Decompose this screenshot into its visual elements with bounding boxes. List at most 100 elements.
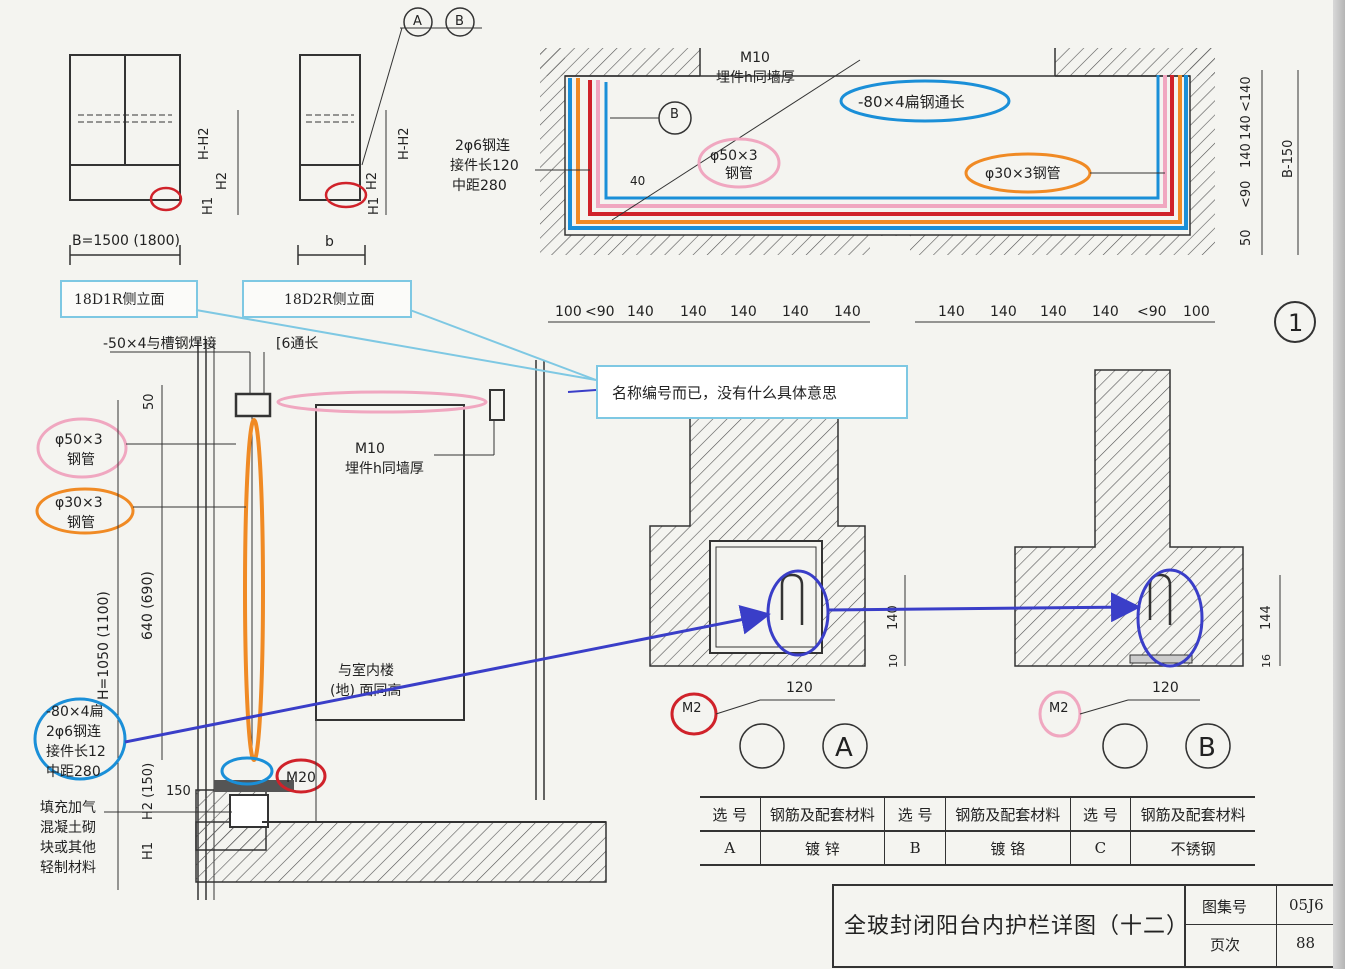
plan-angle: 40 (630, 174, 645, 188)
elevation-18d2r: b H-H2 H2 H1 H-H2 H2 H1 A B (197, 7, 482, 265)
marker-b: B (455, 14, 464, 29)
sec-channel: [6通长 (276, 336, 318, 352)
page-label: 页次 (1210, 936, 1241, 954)
detail-b-dim-s: 16 (1260, 654, 1273, 668)
materials-table: 选 号 钢筋及配套材料 选 号 钢筋及配套材料 选 号 钢筋及配套材料 A 镀 … (700, 796, 1255, 866)
sec-h2: H2 (150) (141, 763, 156, 820)
sec-m10-1: M10 (355, 441, 385, 457)
sec-flat80-3: 接件长12 (46, 743, 106, 760)
sec-flat-weld: -50×4与槽钢焊接 (103, 335, 217, 352)
section-view: -50×4与槽钢焊接 [6通长 50 φ50×3 钢管 φ30×3 钢管 M10… (33, 335, 607, 900)
plan-pipe50: φ50×3 (710, 148, 758, 164)
sec-pipe50-1: φ50×3 (55, 432, 103, 448)
vdim-total: B-150 (1281, 140, 1296, 178)
sec-fill-3: 块或其他 (40, 840, 96, 856)
hdim-l3: 140 (680, 304, 707, 320)
sec-pipe30-1: φ30×3 (55, 495, 103, 511)
plan-rebar-3: 中距280 (452, 178, 507, 194)
h1-label-2: H1 (367, 197, 382, 215)
table-header-row: 选 号 钢筋及配套材料 选 号 钢筋及配套材料 选 号 钢筋及配套材料 (700, 796, 1255, 832)
detail-b-letter: B (1198, 733, 1216, 763)
th-5: 钢筋及配套材料 (1130, 796, 1255, 832)
h1-label-1: H1 (201, 197, 216, 215)
td-3: 镀 铬 (944, 830, 1071, 866)
navy-connector-arrow-right (827, 592, 1141, 623)
cyan-connector-2 (409, 309, 597, 381)
vdim-2: 140 (1239, 143, 1254, 168)
detail-number: 1 (1288, 309, 1303, 337)
sec-flat80-2: 2φ6钢连 (46, 724, 101, 740)
td-5: 不锈钢 (1130, 830, 1255, 866)
drawing-title: 全玻封闭阳台内护栏详图（十二） (844, 914, 1190, 939)
title-block: 全玻封闭阳台内护栏详图（十二） 图集号 05J6 页次 88 (832, 884, 1342, 968)
pipe50-highlight (697, 137, 781, 189)
plan-flat-steel: -80×4扁钢通长 (858, 93, 965, 111)
annotation-note: 名称编号而已，没有什么具体意思 (596, 365, 908, 419)
caption-18d1r: 18D1R侧立面 (74, 292, 165, 308)
plan-m10: M10 (740, 50, 770, 66)
sec-height-total: H=1050 (1100) (96, 591, 112, 700)
pipe30-post-highlight (243, 418, 265, 762)
th-4: 选 号 (1069, 796, 1131, 832)
sec-dim-50: 50 (142, 393, 157, 410)
h2-label-1: H2 (215, 172, 230, 190)
vdim-3: <90 (1239, 181, 1254, 208)
pipe50-top-highlight (276, 390, 488, 414)
m20-highlight (275, 758, 327, 794)
hdim-l5: 140 (782, 304, 809, 320)
sec-floor-2: (地) 面同高 (330, 682, 401, 699)
red-highlight-elev2 (324, 181, 368, 209)
title-divider-v (1184, 886, 1186, 966)
sec-fill-4: 轻制材料 (40, 860, 96, 876)
hdim-l2: 140 (627, 304, 654, 320)
plan-section-b: B (670, 107, 679, 122)
navy-note-pointer (567, 389, 597, 393)
sec-pipe50-2: 钢管 (67, 452, 95, 468)
hdim-l0: 100 (555, 304, 582, 320)
plan-pipe50-sub: 钢管 (725, 166, 753, 182)
plan-rebar-1: 2φ6钢连 (455, 138, 510, 154)
title-divider-v2 (1276, 886, 1277, 966)
marker-a: A (413, 14, 422, 29)
caption-18d1r-box: 18D1R侧立面 (60, 280, 198, 318)
plan-pipe30: φ30×3钢管 (985, 166, 1061, 182)
sec-height-640: 640 (690) (140, 571, 156, 640)
red-highlight-elev1 (149, 186, 183, 212)
plan-rebar-2: 接件长120 (450, 157, 519, 174)
detail-b: 144 16 120 M2 B (1014, 369, 1281, 769)
td-1: 镀 锌 (759, 830, 885, 866)
detail-b-dim-w: 120 (1152, 680, 1179, 696)
detail-a-dim-w: 120 (786, 680, 813, 696)
horizontal-dims: 100 <90 140 140 140 140 140 140 140 140 … (555, 304, 1210, 320)
hdim-r1: 140 (990, 304, 1017, 320)
cyan-connector-1 (195, 309, 597, 381)
h2-label-2: H2 (365, 172, 380, 190)
detail-a: 140 10 120 M2 A (649, 369, 906, 769)
detail-a-letter: A (835, 733, 853, 763)
elevation-18d1r: B=1500 (1800) (69, 54, 181, 265)
title-divider-h (1184, 924, 1340, 925)
flat80-highlight (220, 756, 274, 786)
annotation-note-text: 名称编号而已，没有什么具体意思 (612, 384, 838, 402)
sec-flat80-highlight (33, 697, 127, 781)
hdim-r3: 140 (1092, 304, 1119, 320)
sec-h1: H1 (141, 842, 156, 860)
plan-m10-sub: 埋件h同墙厚 (716, 70, 795, 86)
vdim-0: <140 (1239, 76, 1254, 112)
sec-pipe30-2: 钢管 (67, 515, 95, 531)
vdim-4: 50 (1239, 229, 1254, 246)
hdim-r0: 140 (938, 304, 965, 320)
hdim-r4: <90 (1137, 304, 1167, 320)
width-label-b: b (325, 234, 334, 250)
sec-m10-2: 埋件h同墙厚 (345, 461, 424, 477)
vdim-1: 140 (1239, 115, 1254, 140)
hdim-r5: 100 (1183, 304, 1210, 320)
sec-floor-1: 与室内楼 (338, 662, 394, 679)
h-h2-label-2: H-H2 (397, 127, 412, 160)
th-3: 钢筋及配套材料 (944, 796, 1071, 832)
detail-b-m2: M2 (1049, 701, 1069, 716)
page-value: 88 (1296, 934, 1316, 952)
sec-fill-2: 混凝土砌 (40, 820, 96, 836)
sec-fill-1: 填充加气 (40, 800, 96, 816)
sec-flat80-4: 中距280 (46, 764, 101, 780)
